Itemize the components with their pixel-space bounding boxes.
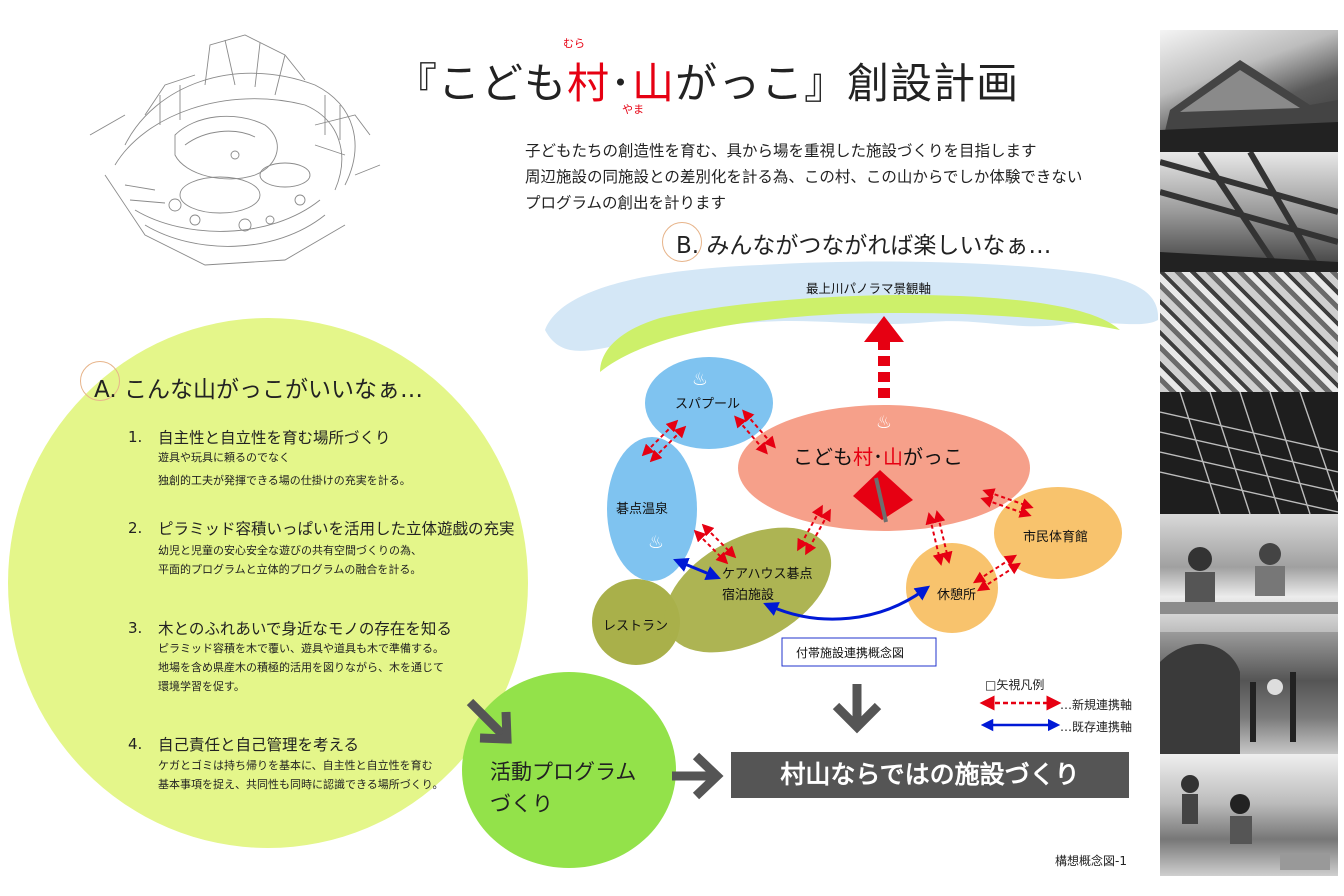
item-number: 3. xyxy=(128,619,143,637)
concept-circle-a xyxy=(8,318,528,848)
arrow-down-icon xyxy=(832,684,882,734)
figure-caption: 構想概念図-1 xyxy=(1055,854,1127,868)
item-desc: 幼児と児童の安心安全な遊びの共有空間づくりの為、 xyxy=(158,544,422,557)
onsen-icon: ♨ xyxy=(692,369,708,390)
item-desc: 平面的プログラムと立体的プログラムの融合を計る。 xyxy=(158,563,422,576)
node-restaurant xyxy=(592,579,680,665)
photo-building-exterior xyxy=(1160,30,1338,152)
item-desc: 遊具や玩具に頼るのでなく xyxy=(158,451,290,464)
photo-outdoor-play xyxy=(1160,632,1338,754)
sketch-illustration xyxy=(89,34,381,266)
section-b-heading: B. みんながつながれば楽しいなぁ… xyxy=(676,233,1052,259)
label-rest-area: 休憩所 xyxy=(937,588,977,603)
legend-new-axis: …新規連携軸 xyxy=(1060,698,1133,712)
arrow-right-icon xyxy=(672,752,724,800)
item-number: 2. xyxy=(128,519,143,537)
facility-diagram: ♨ ♨ ♨ xyxy=(466,261,1159,800)
axis-label: 最上川パノラマ景観軸 xyxy=(806,281,932,296)
item-desc: 地場を含め県産木の積極的活用を図りながら、木を通じて xyxy=(158,661,444,674)
node-onsen xyxy=(607,437,697,581)
item-desc: 環境学習を促す。 xyxy=(158,680,245,693)
arrow-down-right-icon xyxy=(466,698,512,744)
link-existing-care-rest xyxy=(763,585,931,621)
label-spa-pool: スパプール xyxy=(675,397,741,412)
ruby-mura: むら xyxy=(563,37,585,50)
legend-title: □矢視凡例 xyxy=(985,678,1045,692)
arrow-up-icon xyxy=(864,316,904,398)
photo-crafting-table xyxy=(1160,514,1338,632)
ruby-yama: やま xyxy=(622,103,644,116)
item-number: 4. xyxy=(128,735,143,753)
photo-roof-interior xyxy=(1160,152,1338,272)
intro-text: 子どもたちの創造性を育む、具から場を重視した施設づくりを目指します 周辺施設の同… xyxy=(525,142,1083,212)
item-number: 1. xyxy=(128,428,143,446)
item-desc: 独創的工夫が発揮できる場の仕掛けの充実を計る。 xyxy=(158,474,411,487)
conclusion-banner: 村山ならではの施設づくり xyxy=(731,752,1129,798)
label-gym: 市民体育館 xyxy=(1023,530,1089,545)
label-restaurant: レストラン xyxy=(603,619,669,634)
green-band xyxy=(600,294,1120,372)
legend-existing-axis: …既存連携軸 xyxy=(1060,720,1133,734)
label-care-house: ケアハウス碁点 xyxy=(722,567,813,582)
section-a-heading: A. こんな山がっこがいいなぁ… xyxy=(94,377,423,403)
pyramid-icon xyxy=(853,470,913,523)
photo-climbing-net xyxy=(1160,392,1338,514)
item-desc: ケガとゴミは持ち帰りを基本に、自主性と自立性を育む xyxy=(158,759,433,772)
item-title: 木とのふれあいで身近なモノの存在を知る xyxy=(158,620,452,638)
photo-children-workshop xyxy=(1160,272,1338,392)
label-center: こども村･山がっこ xyxy=(793,445,963,469)
photo-indoor-activity xyxy=(1160,754,1338,876)
item-title: 自主性と自立性を育む場所づくり xyxy=(158,429,391,447)
section-b-circle xyxy=(662,222,702,262)
link-existing-onsen-care xyxy=(673,557,721,581)
item-desc: ピラミッド容積を木で覆い、遊具や道具も木で準備する。 xyxy=(158,642,444,655)
diagram-caption: 付帯施設連携概念図 xyxy=(796,646,905,660)
item-title: 自己責任と自己管理を考える xyxy=(158,736,360,754)
onsen-icon: ♨ xyxy=(876,412,892,433)
caption-box xyxy=(781,637,937,667)
label-care-house-lodging: 宿泊施設 xyxy=(722,588,775,603)
program-circle xyxy=(462,672,676,868)
section-a-circle xyxy=(80,361,120,401)
label-onsen: 碁点温泉 xyxy=(616,502,669,517)
page-title: 『こども村･山がっこ』創設計画 xyxy=(395,59,1020,108)
item-title: ピラミッド容積いっぱいを活用した立体遊戯の充実 xyxy=(158,520,515,538)
program-label: 活動プログラム づくり xyxy=(490,760,637,816)
item-desc: 基本事項を捉え、共同性も同時に認識できる場所づくり。 xyxy=(158,778,444,791)
onsen-icon: ♨ xyxy=(648,532,664,553)
node-center xyxy=(738,405,1030,531)
